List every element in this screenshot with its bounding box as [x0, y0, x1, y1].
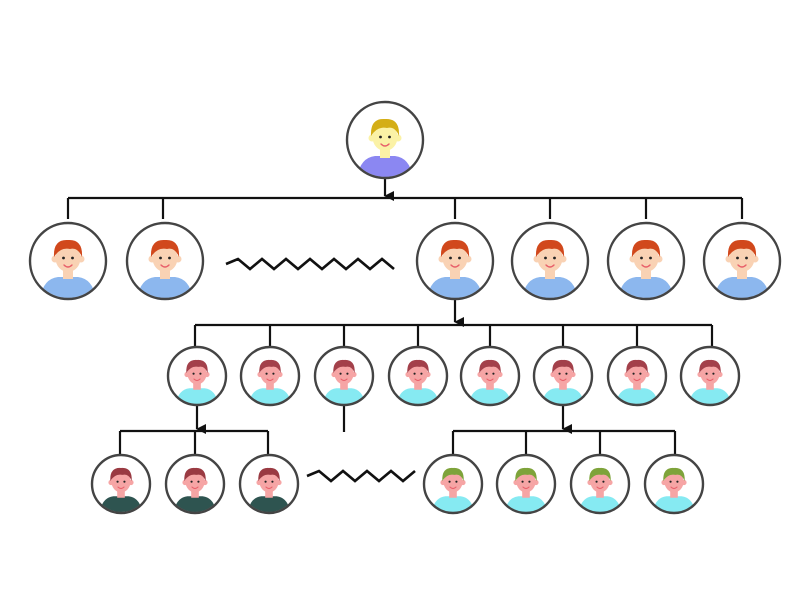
person-icon — [618, 239, 674, 298]
person-node-root-0 — [345, 100, 425, 180]
person-node-level-2-3 — [387, 345, 449, 407]
ellipsis-marker-level-1 — [225, 257, 395, 271]
person-node-level-3-right-1 — [495, 453, 557, 515]
nodes — [28, 100, 782, 515]
person-icon — [714, 239, 770, 298]
person-node-level-2-5 — [532, 345, 594, 407]
person-node-level-3-left-2 — [238, 453, 300, 515]
person-icon — [522, 239, 578, 298]
person-node-level-1-3 — [510, 221, 590, 301]
person-node-level-1-2 — [415, 221, 495, 301]
person-node-level-1-1 — [125, 221, 205, 301]
connector-lines — [66, 178, 744, 483]
person-icon — [40, 239, 96, 298]
person-node-level-2-6 — [606, 345, 668, 407]
person-node-level-3-right-0 — [422, 453, 484, 515]
ellipsis-marker-level-3 — [306, 469, 416, 483]
person-icon — [427, 239, 483, 298]
person-node-level-3-right-3 — [643, 453, 705, 515]
person-node-level-3-left-0 — [90, 453, 152, 515]
person-node-level-2-4 — [459, 345, 521, 407]
person-node-level-1-5 — [702, 221, 782, 301]
person-node-level-2-7 — [679, 345, 741, 407]
person-node-level-1-4 — [606, 221, 686, 301]
person-icon — [357, 118, 413, 177]
person-node-level-2-1 — [239, 345, 301, 407]
person-node-level-1-0 — [28, 221, 108, 301]
person-node-level-2-0 — [166, 345, 228, 407]
person-icon — [137, 239, 193, 298]
person-node-level-3-left-1 — [164, 453, 226, 515]
person-node-level-2-2 — [313, 345, 375, 407]
person-node-level-3-right-2 — [569, 453, 631, 515]
